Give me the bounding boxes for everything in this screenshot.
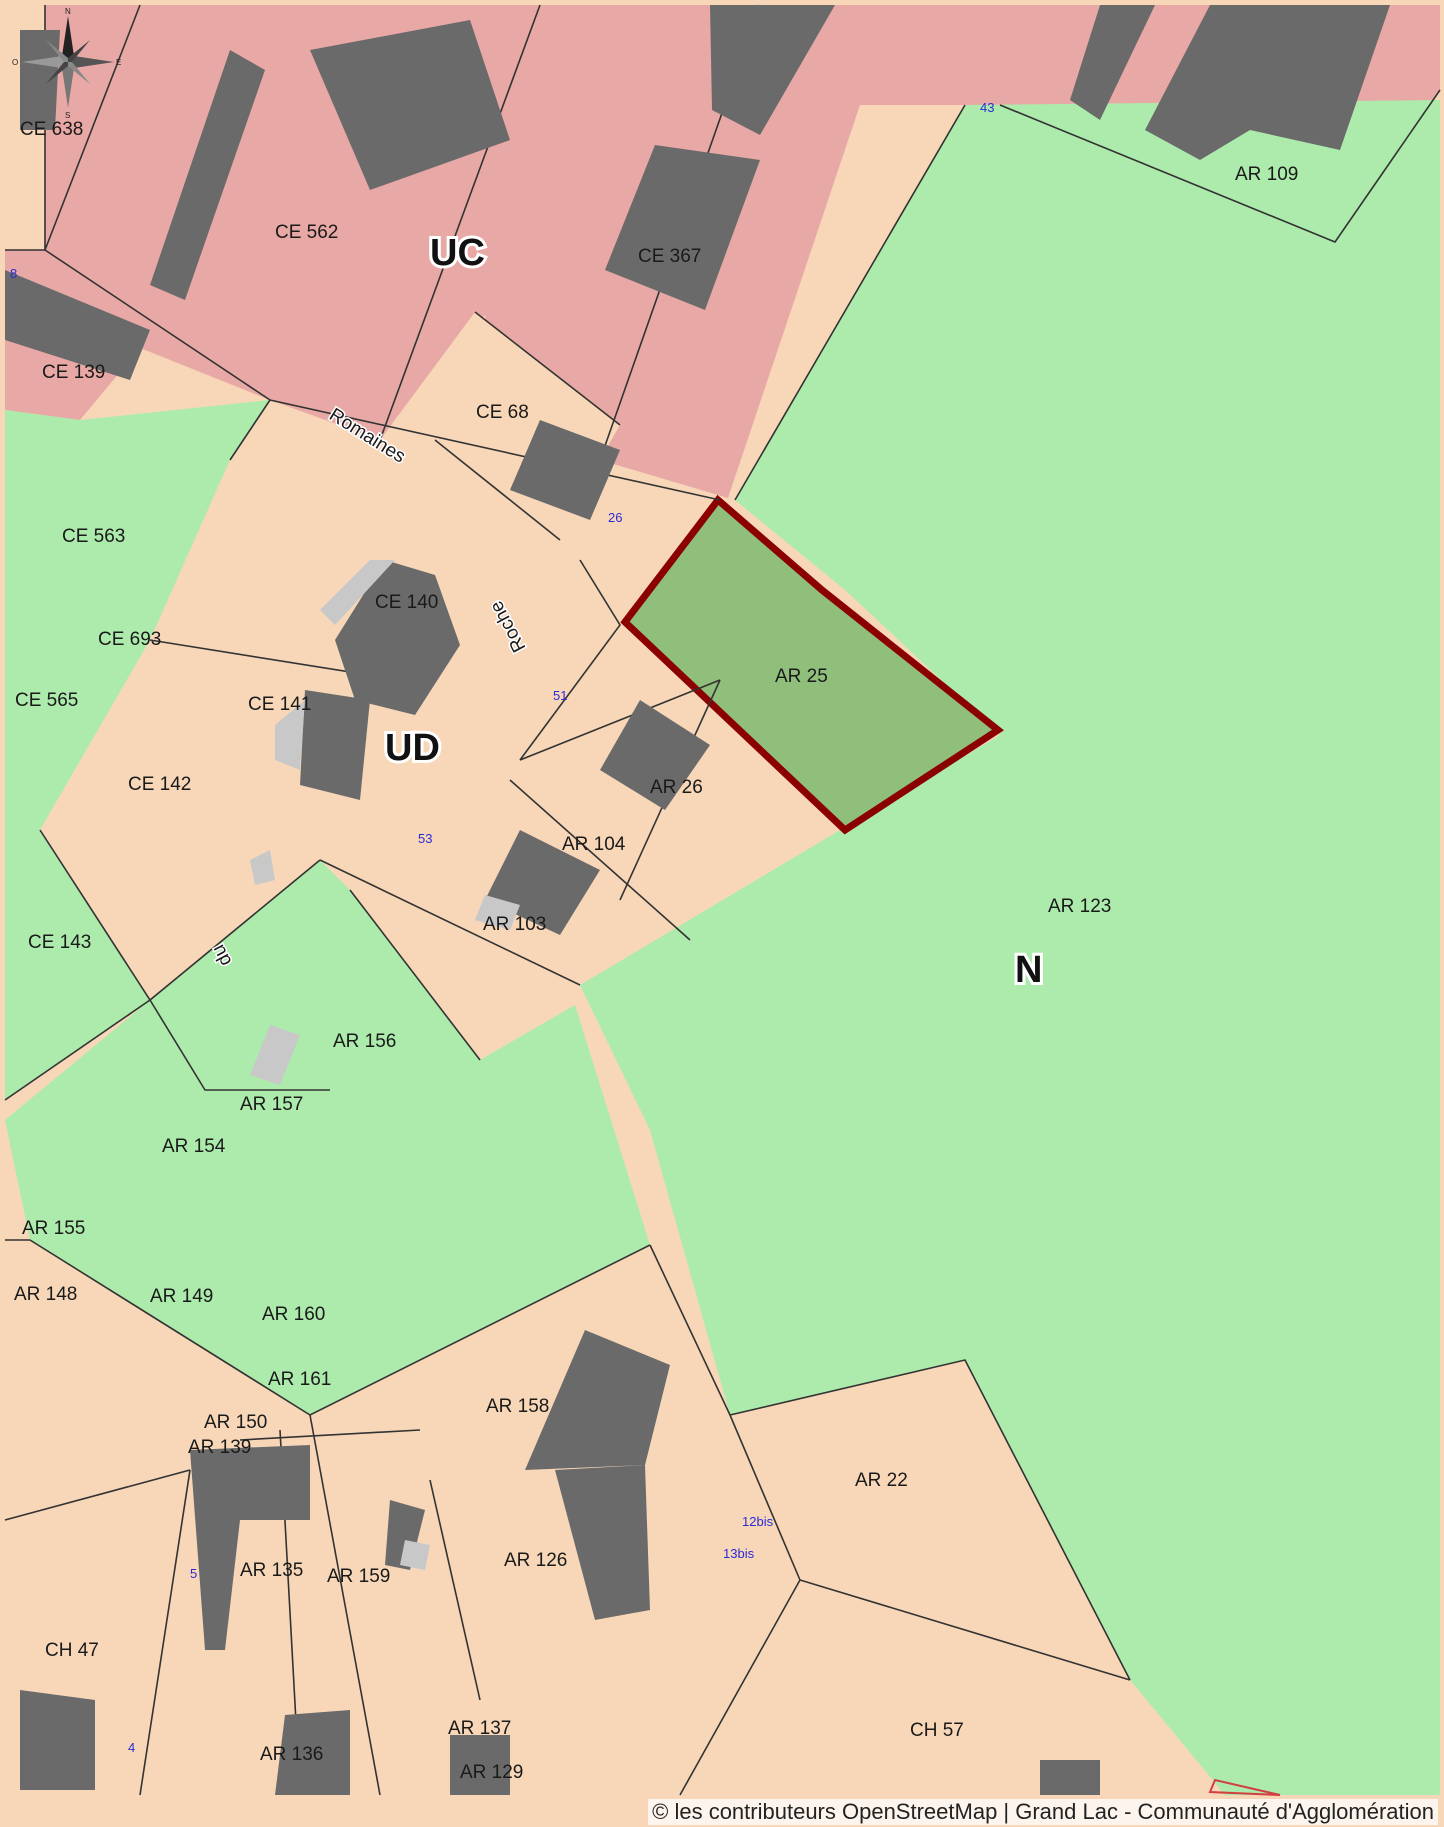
parcel-label[interactable]: AR 109 [1235, 164, 1298, 185]
parcel-label[interactable]: AR 158 [486, 1396, 549, 1417]
house-number: 13bis [723, 1546, 755, 1561]
parcel-label[interactable]: CE 565 [15, 690, 78, 711]
house-number: 4 [128, 1740, 135, 1755]
parcel-label[interactable]: AR 150 [204, 1412, 267, 1433]
parcel-label[interactable]: CE 563 [62, 526, 125, 547]
parcel-lines [4, 4, 1441, 1796]
compass-e: E [116, 58, 121, 67]
highlighted-parcel-ar25[interactable] [620, 494, 1004, 835]
parcel-label[interactable]: AR 126 [504, 1550, 567, 1571]
parcel-label[interactable]: AR 154 [162, 1136, 226, 1157]
parcel-label[interactable]: AR 22 [855, 1470, 908, 1491]
parcel-label[interactable]: AR 157 [240, 1094, 303, 1115]
parcel-label[interactable]: AR 135 [240, 1560, 303, 1581]
parcel-label[interactable]: AR 26 [650, 777, 703, 798]
house-number: 8 [10, 266, 17, 281]
parcel-label[interactable]: AR 103 [483, 914, 546, 935]
parcel-label[interactable]: CH 47 [45, 1640, 99, 1661]
parcel-label[interactable]: AR 137 [448, 1718, 511, 1739]
parcel-label[interactable]: CE 693 [98, 629, 161, 650]
parcel-label[interactable]: CE 143 [28, 932, 91, 953]
zone-n-area [5, 400, 270, 1100]
buildings [5, 5, 1390, 1795]
parcel-label[interactable]: CH 57 [910, 1720, 964, 1741]
zone-label-ud: UD [385, 727, 440, 769]
compass-rose-icon: N S E O [12, 7, 121, 120]
parcel-label[interactable]: CE 140 [375, 592, 438, 613]
parcel-label[interactable]: AR 160 [262, 1304, 325, 1325]
house-numbers: 43 8 26 51 53 12bis 13bis 5 4 [10, 100, 994, 1755]
compass-n: N [65, 7, 71, 16]
parcel-label[interactable]: AR 139 [188, 1437, 251, 1458]
parcel-label[interactable]: AR 104 [562, 834, 626, 855]
zone-label-n: N [1015, 949, 1042, 991]
house-number: 51 [553, 688, 567, 703]
annexes [250, 560, 520, 1570]
compass-o: O [12, 58, 18, 67]
parcel-label[interactable]: AR 161 [268, 1369, 331, 1390]
zone-ud-area [40, 312, 1000, 1060]
parcel-label[interactable]: AR 149 [150, 1286, 213, 1307]
parcel-label[interactable]: CE 562 [275, 222, 338, 243]
parcel-label[interactable]: CE 141 [248, 694, 311, 715]
zone-label-uc: UC [430, 232, 485, 274]
map-attribution: © les contributeurs OpenStreetMap | Gran… [648, 1799, 1438, 1825]
adjacent-parcel-outline [1208, 1778, 1281, 1796]
house-number: 26 [608, 510, 622, 525]
compass-s: S [65, 111, 70, 120]
parcel-label[interactable]: AR 156 [333, 1031, 396, 1052]
parcel-label[interactable]: AR 155 [22, 1218, 85, 1239]
house-number: 53 [418, 831, 432, 846]
parcel-label[interactable]: AR 136 [260, 1744, 323, 1765]
zone-n-area [5, 860, 650, 1415]
zone-n-area [580, 100, 1440, 1795]
parcel-label[interactable]: AR 159 [327, 1566, 390, 1587]
parcel-label[interactable]: CE 638 [20, 119, 83, 140]
parcel-label-ar25[interactable]: AR 25 [775, 666, 828, 687]
parcel-label[interactable]: AR 123 [1048, 896, 1111, 917]
parcel-label[interactable]: AR 148 [14, 1284, 77, 1305]
parcel-label[interactable]: AR 129 [460, 1762, 523, 1783]
house-number: 12bis [742, 1514, 774, 1529]
house-number: 43 [980, 100, 994, 115]
parcel-label[interactable]: CE 68 [476, 402, 529, 423]
parcel-label[interactable]: CE 367 [638, 246, 701, 267]
parcel-label[interactable]: CE 139 [42, 362, 105, 383]
parcel-labels: CE 638 CE 562 CE 367 AR 109 CE 139 CE 68… [14, 119, 1298, 1783]
parcel-label[interactable]: CE 142 [128, 774, 191, 795]
house-number: 5 [190, 1566, 197, 1581]
